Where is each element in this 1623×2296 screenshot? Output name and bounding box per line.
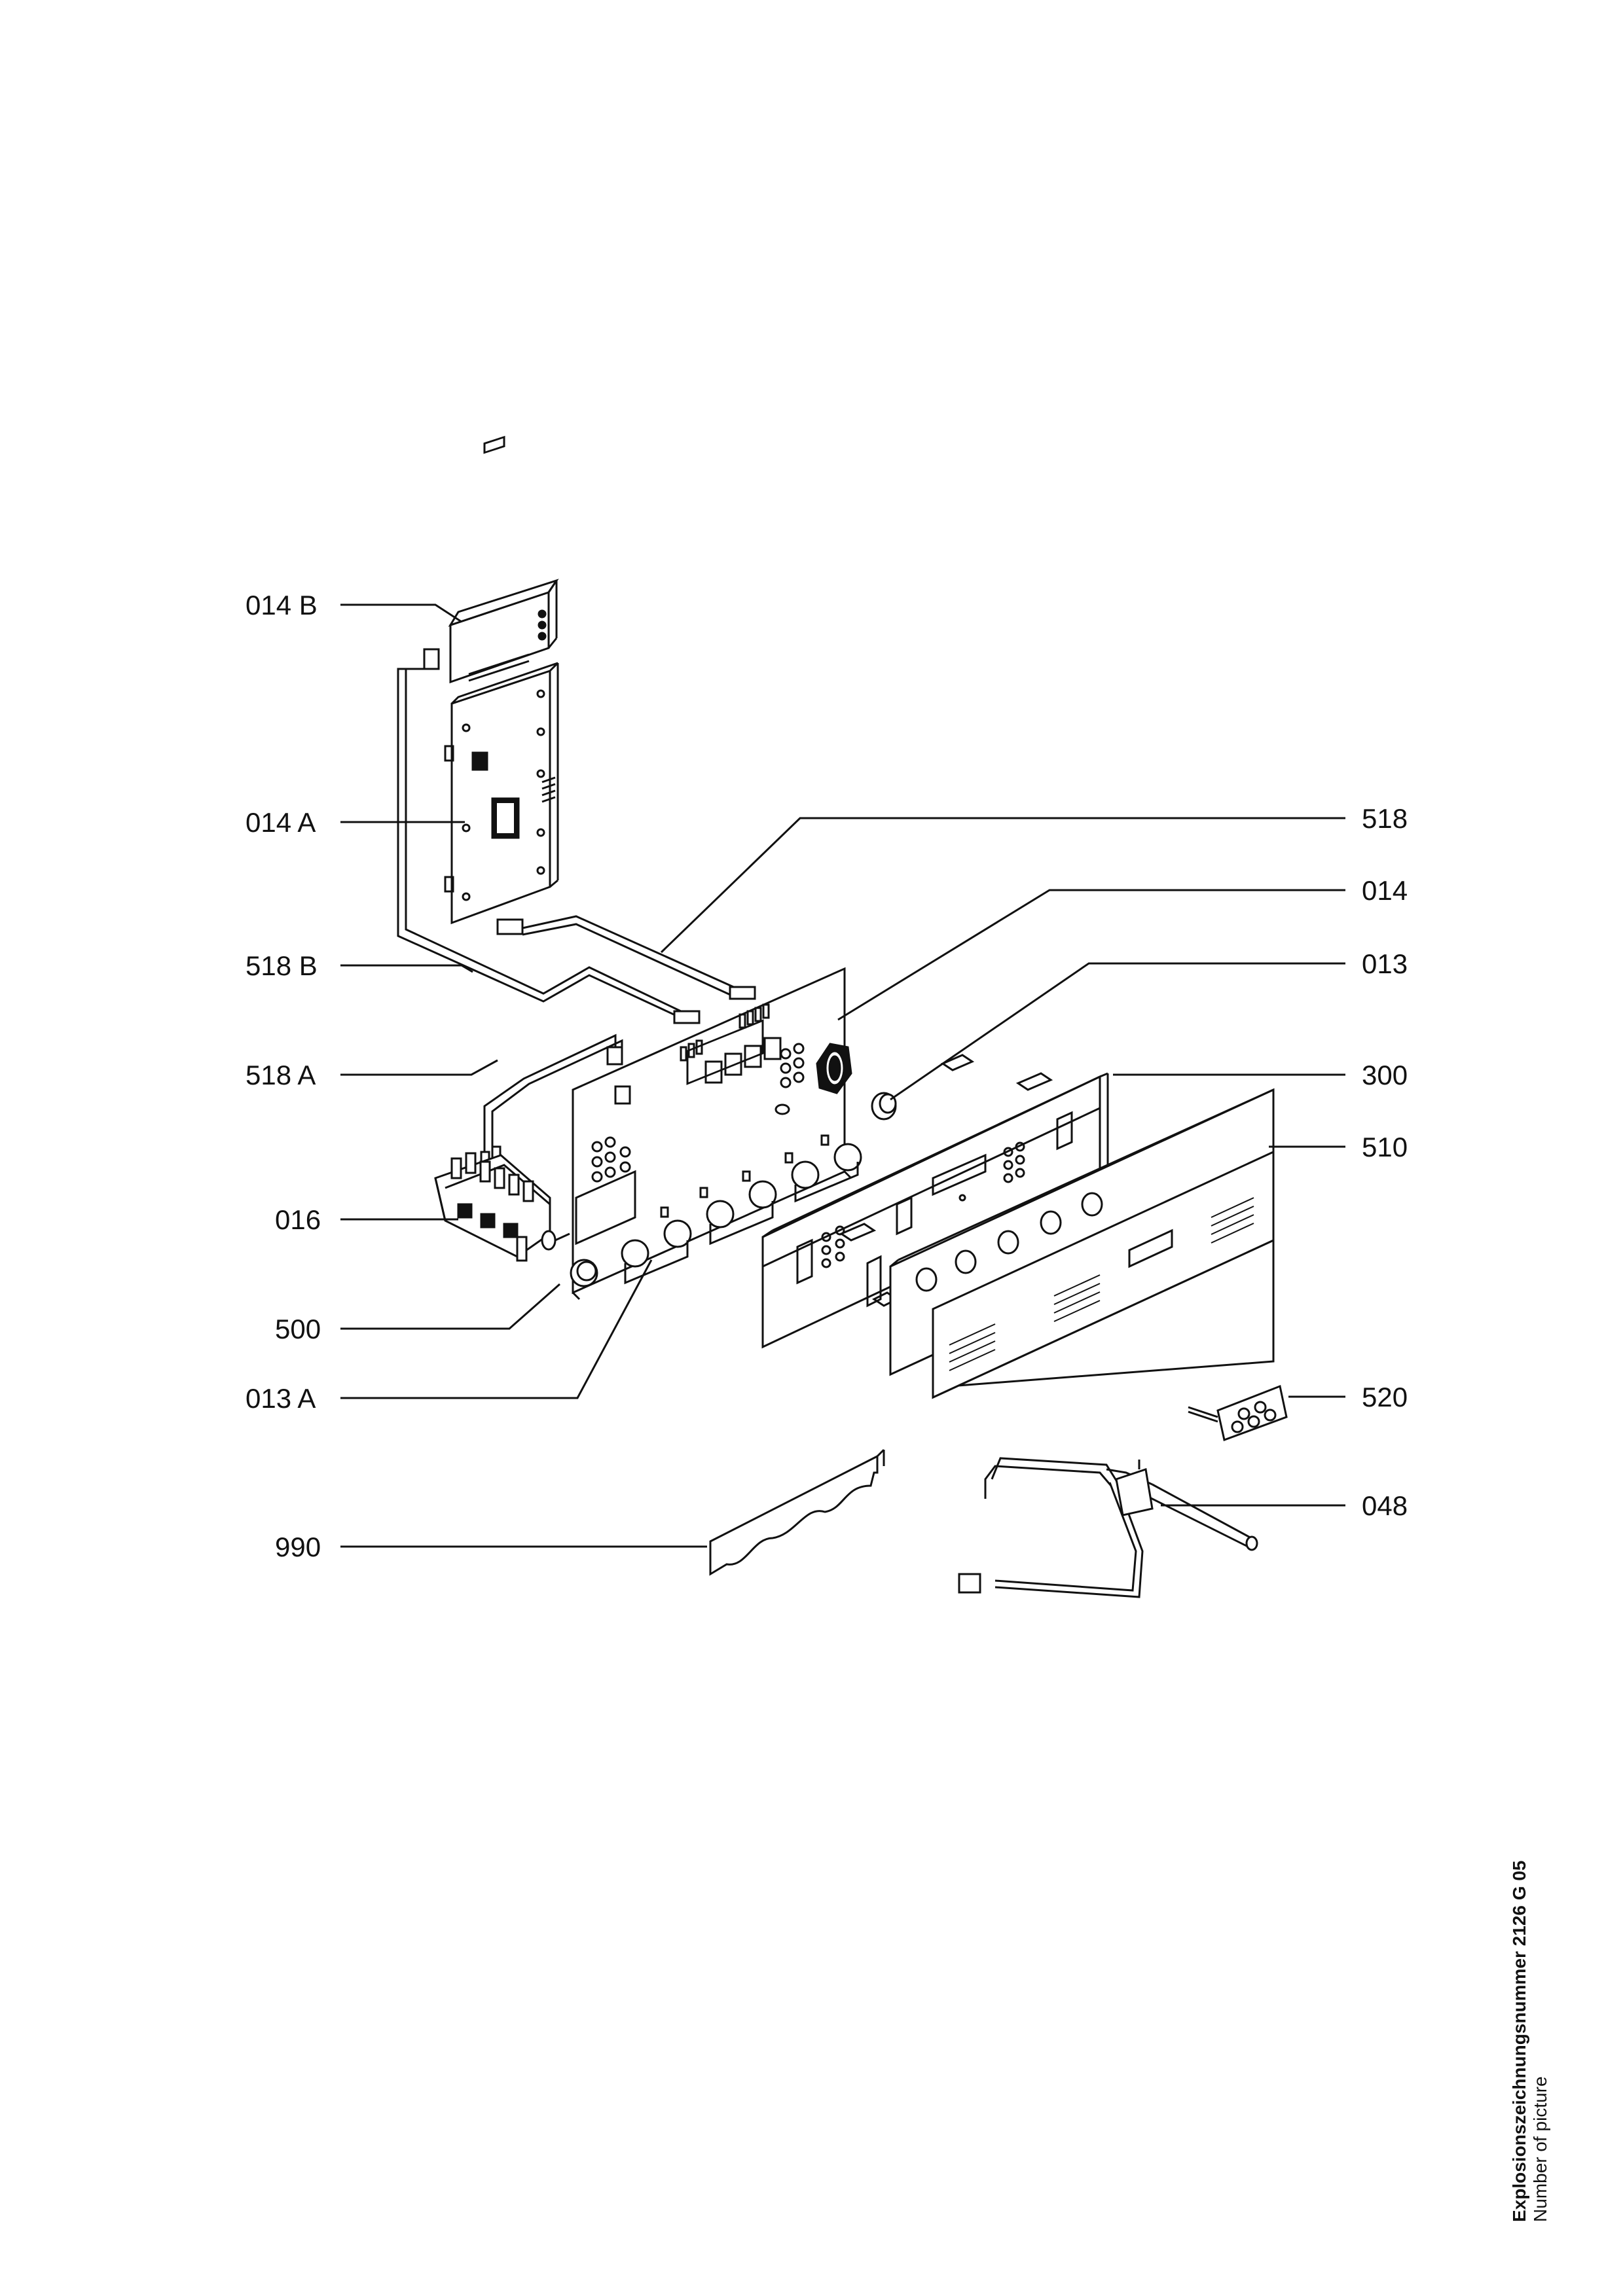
label-300: 300: [1362, 1060, 1408, 1090]
label-990: 990: [275, 1532, 321, 1562]
caption-subtitle: Number of picture: [1530, 2076, 1550, 2222]
part-013-knob: [871, 1092, 897, 1121]
leader-lines-left: [340, 603, 707, 1548]
part-518-harness: [496, 915, 756, 1000]
label-518b: 518 B: [246, 950, 318, 981]
part-014b-board: [448, 435, 559, 684]
part-520-bracket: [1188, 1384, 1288, 1442]
part-518b-harness: [397, 648, 701, 1024]
label-016: 016: [275, 1204, 321, 1235]
labels-left: 014 B 014 A 518 B 518 A 016 500 013 A 99…: [246, 590, 321, 1562]
label-013: 013: [1362, 948, 1408, 979]
label-518a: 518 A: [246, 1060, 316, 1090]
label-014a: 014 A: [246, 807, 316, 838]
part-014-board: [572, 967, 862, 1300]
label-014: 014: [1362, 875, 1408, 906]
label-520: 520: [1362, 1382, 1408, 1412]
part-048-probe: [958, 1457, 1258, 1598]
caption-title: Explosionszeichnungsnummer 2126 G 05: [1509, 1860, 1529, 2222]
label-518: 518: [1362, 803, 1408, 834]
part-016-switch: [434, 1152, 570, 1262]
label-500: 500: [275, 1314, 321, 1344]
label-048: 048: [1362, 1490, 1408, 1521]
label-510: 510: [1362, 1132, 1408, 1162]
part-014a-board: [444, 662, 559, 925]
labels-right: 518 014 013 300 510 520 048: [1362, 803, 1408, 1521]
picture-number-caption: Explosionszeichnungsnummer 2126 G 05 Num…: [1509, 1861, 1551, 2222]
part-500-knob: [570, 1259, 598, 1287]
leader-lines-right: [660, 817, 1345, 1507]
label-014b: 014 B: [246, 590, 318, 620]
part-510-lower-glass: [932, 1150, 1275, 1399]
part-990-strip: [709, 1448, 885, 1576]
label-013a: 013 A: [246, 1383, 316, 1414]
